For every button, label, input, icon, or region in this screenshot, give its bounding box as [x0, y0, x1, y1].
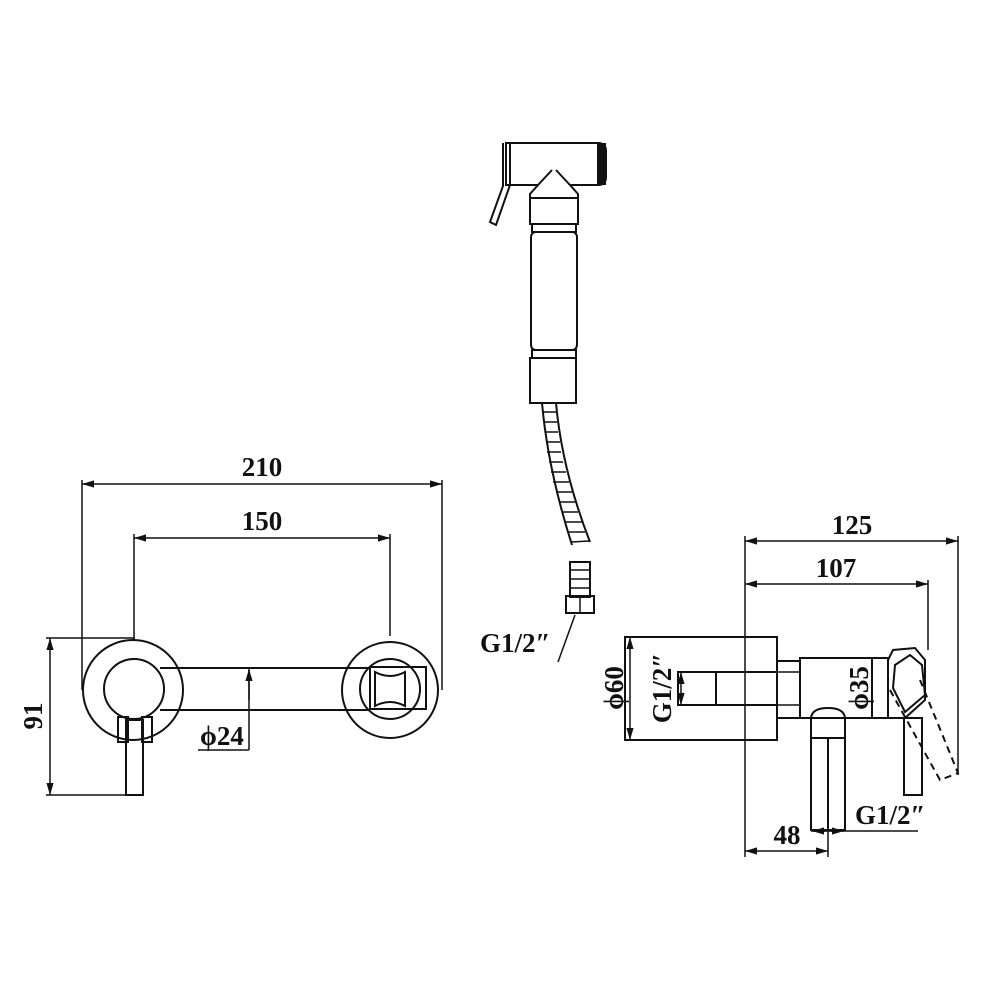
lever-hub [887, 646, 926, 719]
dim-center-distance: 150 [242, 506, 283, 536]
holder-bracket [369, 666, 427, 710]
dim-plate-diameter: ϕ60 [599, 666, 629, 710]
front-view [82, 639, 439, 796]
hand-shower: G1/2″ [480, 142, 607, 663]
body-nut [776, 660, 801, 719]
outlet-spout [810, 706, 846, 831]
dim-overall-width: 210 [242, 452, 283, 482]
handle-grip [530, 231, 578, 351]
inlet-thread [677, 671, 778, 706]
lever-alt-position [889, 679, 960, 782]
holder-clip [374, 670, 406, 708]
lever-side-left [117, 716, 129, 743]
lever-handle-side [903, 717, 923, 796]
side-view [624, 636, 960, 831]
holder-bar [160, 667, 370, 711]
dim-outlet-offset: 48 [774, 820, 801, 850]
dim-overall-depth: 125 [832, 510, 873, 540]
holder-ring [359, 658, 421, 720]
side-dimensions: 125 107 ϕ60 G1/2″ ϕ35 G1/2″ 48 [599, 510, 959, 857]
dim-outlet-thread: G1/2″ [855, 800, 925, 830]
spray-nozzle [597, 143, 606, 185]
dim-pipe-diameter: ϕ24 [200, 721, 244, 751]
left-wall-plate [82, 639, 184, 741]
valve-handle-knob [103, 658, 165, 720]
dim-height: 91 [18, 703, 48, 730]
hose-thread-label: G1/2″ [480, 628, 550, 658]
handle-base [529, 357, 577, 404]
dim-body-depth: 107 [816, 553, 857, 583]
dim-body-diameter: ϕ35 [844, 666, 874, 710]
flexible-hose [541, 402, 591, 546]
front-dimensions: 210 150 91 ϕ24 [18, 452, 443, 796]
right-wall-plate [341, 641, 439, 739]
trigger-lever [488, 143, 511, 227]
dim-inlet-thread: G1/2″ [647, 653, 677, 723]
